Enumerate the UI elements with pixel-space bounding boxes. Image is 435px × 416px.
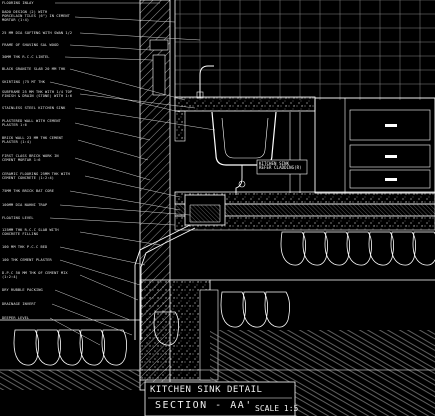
- drawing-section: SECTION - AA': [155, 400, 253, 411]
- title-block: [144, 381, 296, 416]
- sink-bowl: [211, 111, 277, 166]
- label-22: DRAINAGE INVERT: [2, 302, 36, 306]
- sink-note-box: [256, 159, 308, 175]
- cabinet: [314, 97, 435, 194]
- label-20: D.P.C 50 MM THK OF CEMENT MIX (1:2:4): [2, 271, 68, 279]
- label-1: FLOORING INLAY: [2, 1, 34, 5]
- label-19: 100 THK CEMENT PLASTER: [2, 258, 52, 262]
- label-10: PLASTERED WALL WITH CEMENT PLASTER 1:6: [2, 119, 61, 127]
- label-13: CERAMIC FLOORING 25MM THK WITH CEMENT CO…: [2, 172, 70, 180]
- label-5: 30MM THK R.C.C LINTEL: [2, 55, 50, 59]
- label-16: FLOATING LEVEL: [2, 216, 34, 220]
- drawing-scale: SCALE 1:5: [255, 404, 299, 413]
- label-9: STAINLESS STEEL KITCHEN SINK: [2, 106, 66, 110]
- label-6: BLACK GRANITE SLAB 20 MM THK: [2, 67, 66, 71]
- granite-slab: [174, 96, 316, 112]
- label-2: DADO DESIGN (2) WITH PORCELAIN TILES (6"…: [2, 10, 70, 22]
- label-14: 75MM THK BRICK BAT CORE: [2, 189, 55, 193]
- sink-note: KITCHEN SINK REFER CLADDING(R): [259, 161, 302, 170]
- label-12: FIRST CLASS BRICK WORK IN CEMENT MORTAR …: [2, 154, 59, 162]
- wall-tiles: [175, 0, 435, 100]
- label-3: 25 MM DIA SOFTENG WITH SWAN 1/2: [2, 31, 73, 35]
- drawing-title: KITCHEN SINK DETAIL: [150, 385, 263, 395]
- drain-pipe: [134, 224, 191, 340]
- label-15: 100MM DIA NAHNI TRAP: [2, 203, 48, 207]
- label-23: DEEPER LEVEL: [2, 316, 30, 320]
- label-18: 100 MM THK P.C.C BED: [2, 245, 48, 249]
- label-11: BRICK WALL 23 MM THK CEMENT PLASTER (1:4…: [2, 136, 64, 144]
- label-21: DRY RUBBLE PACKING: [2, 288, 43, 292]
- label-8: SUBFRAME 25 MM THK WITH 1/4 TOP FINISH &…: [2, 90, 73, 98]
- label-17: 125MM THK R.C.C SLAB WITH CONCRETE FILLI…: [2, 228, 59, 236]
- label-7: SKIRTING (75 MT THK: [2, 80, 46, 84]
- foundation: [139, 279, 211, 381]
- label-4: FRAME OF SHAVING SAL WOOD: [2, 43, 59, 47]
- leader-lines: [49, 2, 216, 346]
